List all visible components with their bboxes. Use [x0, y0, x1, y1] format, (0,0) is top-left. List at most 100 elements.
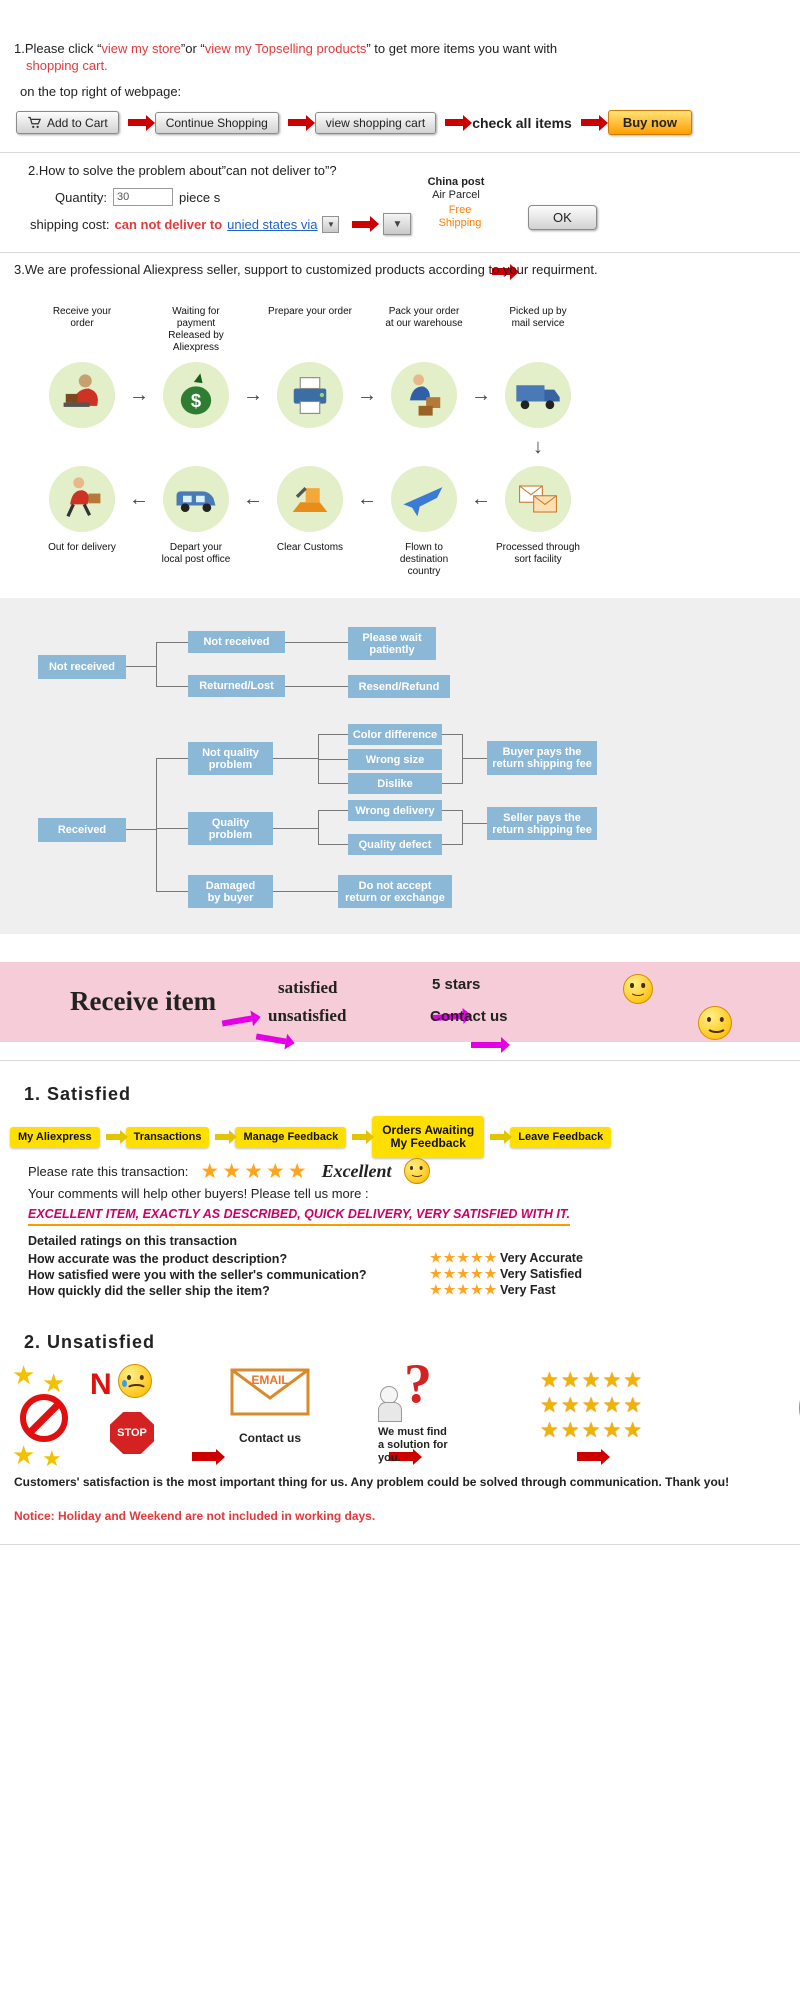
nav-transactions[interactable]: Transactions: [125, 1126, 210, 1148]
nav-my-aliexpress[interactable]: My Aliexpress: [10, 1126, 100, 1148]
detailed-ratings-heading: Detailed ratings on this transaction: [28, 1234, 238, 1248]
rating-question: How quickly did the seller ship the item…: [28, 1284, 270, 1298]
star-icon: ★: [42, 1368, 66, 1398]
email-envelope-icon: EMAIL: [230, 1368, 310, 1416]
shipping-method-dropdown[interactable]: ▼: [383, 213, 412, 235]
right-arrow-icon: [287, 119, 306, 126]
comments-hint: Your comments will help other buyers! Pl…: [28, 1186, 369, 1201]
add-to-cart-button[interactable]: Add to Cart: [16, 111, 119, 134]
chevron-down-icon: ▼: [392, 218, 403, 230]
right-arrow-icon: [445, 119, 464, 126]
five-star-rating[interactable]: ★★★★★: [430, 1250, 499, 1265]
customs-icon: [277, 466, 343, 532]
five-star-rating[interactable]: ★★★★★: [430, 1266, 499, 1281]
divider: [0, 1060, 800, 1061]
right-arrow-icon: [389, 1452, 414, 1462]
rating-answer: Very Fast: [500, 1283, 556, 1297]
buy-now-button[interactable]: Buy now: [607, 110, 692, 135]
flow-line: [156, 642, 157, 687]
five-star-rating[interactable]: ★★★★★: [430, 1282, 499, 1297]
truck-icon: [505, 362, 571, 428]
node-wrong-delivery: Wrong delivery: [348, 800, 442, 821]
crying-face-icon: [118, 1364, 152, 1398]
rating-row: How quickly did the seller ship the item…: [28, 1282, 783, 1298]
node-seller-pays: Seller pays the return shipping fee: [487, 807, 597, 840]
rating-row: How accurate was the product description…: [28, 1250, 783, 1266]
satisfied-heading: 1. Satisfied: [24, 1084, 132, 1104]
flow-line: [442, 844, 462, 845]
flow-line: [156, 642, 188, 643]
flow-line: [156, 828, 188, 829]
star-row: ★★★★★: [540, 1419, 645, 1442]
flow-line: [318, 734, 348, 735]
quantity-input[interactable]: [113, 188, 174, 206]
ok-button[interactable]: OK: [528, 205, 597, 230]
nav-orders-awaiting-feedback[interactable]: Orders Awaiting My Feedback: [372, 1116, 485, 1158]
person-figure-icon: [378, 1386, 402, 1422]
flow-line: [273, 758, 318, 759]
rate-label: Please rate this transaction:: [28, 1163, 189, 1179]
flow-line: [462, 758, 487, 759]
banner-title: Receive item: [70, 986, 217, 1016]
destination-dropdown[interactable]: ▼: [322, 215, 340, 233]
right-arrow-icon: [352, 220, 371, 228]
flow-right-arrow-icon: →: [471, 384, 491, 406]
view-shopping-cart-button[interactable]: view shopping cart: [314, 111, 437, 134]
nav-leave-feedback[interactable]: Leave Feedback: [510, 1126, 612, 1148]
receive-item-banner: Receive item satisfied unsatisfied 5 sta…: [0, 962, 800, 1048]
five-stars-label: 5 stars: [432, 976, 481, 993]
star-row: ★★★★★: [540, 1369, 645, 1392]
rating-question: How satisfied were you with the seller's…: [28, 1268, 367, 1282]
node-dislike: Dislike: [348, 773, 442, 794]
flow-right-arrow-icon: →: [357, 384, 377, 406]
magenta-arrow-icon: [470, 1041, 501, 1048]
shipping-method-block: China post Air Parcel: [418, 176, 494, 202]
rate-transaction-row: Please rate this transaction: ★★★★★ Exce…: [28, 1158, 430, 1184]
section2-heading: 2.How to solve the problem about”can not…: [28, 163, 337, 178]
section1-intro: 1.Please click “view my store”or “view m…: [14, 40, 782, 74]
svg-text:$: $: [191, 390, 201, 411]
flow-line: [318, 759, 348, 760]
quantity-row: Quantity: piece s: [55, 188, 220, 206]
footer-notice: Notice: Holiday and Weekend are not incl…: [14, 1509, 376, 1523]
contact-us-label: Contact us: [430, 1008, 508, 1025]
contact-us-label[interactable]: Contact us: [238, 1431, 301, 1445]
rating-answer: Very Accurate: [500, 1251, 583, 1265]
flow-line: [318, 844, 348, 845]
letter-n: N: [90, 1368, 112, 1401]
right-arrow-icon: [127, 119, 146, 126]
nav-manage-feedback[interactable]: Manage Feedback: [235, 1126, 347, 1148]
topselling-products-link[interactable]: view my Topselling products: [204, 41, 367, 56]
china-post-label: China post: [427, 176, 485, 188]
five-star-rating[interactable]: ★★★★★: [200, 1159, 310, 1183]
shopping-cart-text: shopping cart.: [26, 58, 108, 73]
cart-icon: [28, 116, 42, 128]
question-mark-icon: ?: [404, 1353, 432, 1415]
solution-label: We must find a solution for you.: [378, 1426, 448, 1464]
stop-sign-icon: STOP: [110, 1412, 154, 1454]
flow-line: [156, 891, 188, 892]
node-damaged-by-buyer: Damaged by buyer: [188, 875, 273, 908]
flow-line: [156, 758, 157, 892]
flow-right-arrow-icon: →: [129, 384, 149, 406]
intro-subtext: on the top right of webpage:: [20, 84, 182, 99]
flow-right-arrow-icon: →: [243, 384, 263, 406]
view-my-store-link[interactable]: view my store: [101, 41, 181, 56]
rating-answer: Very Satisfied: [500, 1267, 582, 1281]
destination-link[interactable]: unied states via: [227, 216, 318, 232]
node-buyer-pays: Buyer pays the return shipping fee: [487, 741, 597, 775]
continue-shopping-button[interactable]: Continue Shopping: [154, 111, 279, 134]
flow-line: [285, 642, 348, 643]
star-row: ★★★★★: [540, 1394, 645, 1417]
yellow-arrow-icon: [490, 1134, 505, 1140]
right-arrow-icon: [492, 268, 510, 276]
node-not-received: Not received: [188, 631, 285, 653]
flow-line: [462, 810, 463, 845]
courier-icon: [49, 466, 115, 532]
flow-line: [273, 828, 318, 829]
step-label: Clear Customs: [276, 542, 344, 553]
rating-question: How accurate was the product description…: [28, 1252, 288, 1266]
printer-icon: [277, 362, 343, 428]
satisfied-label: satisfied: [278, 978, 338, 997]
